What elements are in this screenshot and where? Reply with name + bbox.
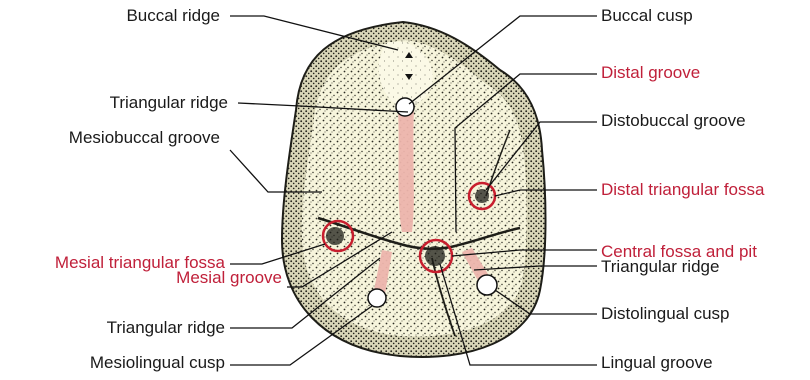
mesiolingual-cusp-tip: [368, 289, 386, 307]
triangular-ridge-buccal: [398, 108, 414, 232]
buccal-cusp-tip: [396, 98, 414, 116]
label-distobuccal-groove: Distobuccal groove: [601, 111, 746, 131]
label-lingual-groove: Lingual groove: [601, 353, 713, 373]
label-buccal-ridge: Buccal ridge: [126, 6, 220, 26]
label-buccal-cusp: Buccal cusp: [601, 6, 693, 26]
label-triangular-ridge: Triangular ridge: [601, 257, 719, 277]
central-fossa-dark: [425, 246, 445, 266]
label-distal-groove: Distal groove: [601, 63, 700, 83]
label-distolingual-cusp: Distolingual cusp: [601, 304, 730, 324]
label-triangular-ridge-bottom: Triangular ridge: [107, 318, 225, 338]
distal-fossa-dark: [475, 189, 489, 203]
label-mesiolingual-cusp: Mesiolingual cusp: [90, 353, 225, 373]
label-mesial-groove: Mesial groove: [176, 268, 282, 288]
mesial-fossa-dark: [326, 227, 344, 245]
distolingual-cusp-tip: [477, 275, 497, 295]
label-distal-triangular-fossa: Distal triangular fossa: [601, 180, 764, 200]
label-mesiobuccal-groove: Mesiobuccal groove: [69, 128, 220, 148]
label-triangular-ridge-top: Triangular ridge: [110, 93, 228, 113]
